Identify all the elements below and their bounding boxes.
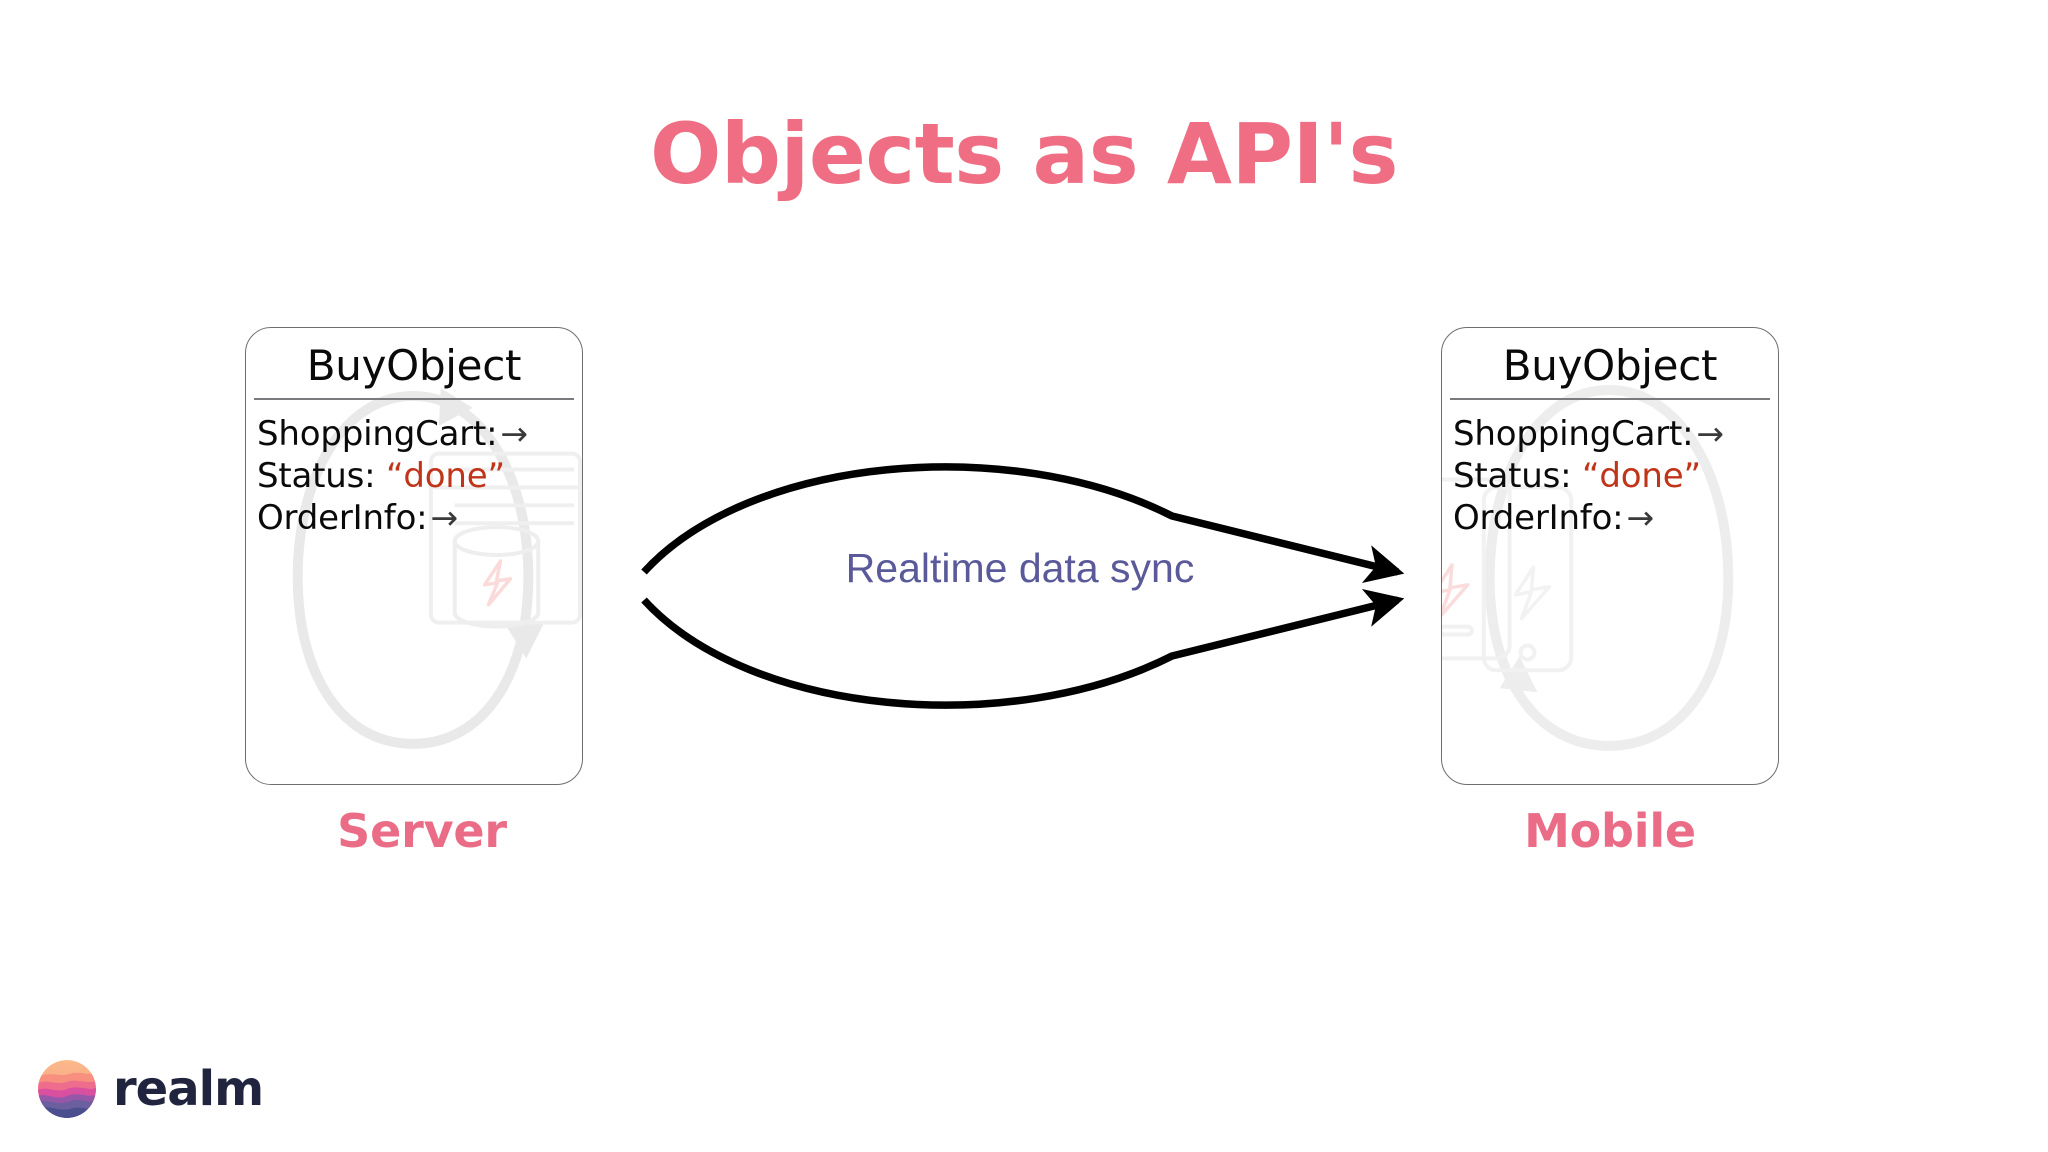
field-key: OrderInfo:: [1453, 497, 1624, 538]
card-divider: [254, 398, 574, 400]
card-title-mobile: BuyObject: [1502, 341, 1718, 390]
field-key: OrderInfo:: [257, 497, 428, 538]
sync-label: Realtime data sync: [845, 545, 1195, 591]
reference-arrow-icon: →: [1696, 414, 1724, 453]
platform-label-server: Server: [337, 804, 507, 858]
reference-arrow-icon: →: [1626, 497, 1654, 537]
card-field-list-server: ShoppingCart:→ Status: “done” OrderInfo:…: [257, 414, 574, 539]
field-key: ShoppingCart:: [1453, 414, 1694, 454]
reference-arrow-icon: →: [500, 414, 528, 453]
realm-gradient-circle-icon: [38, 1060, 96, 1118]
sync-arrow-to-mobile: [641, 588, 1405, 709]
field-row: ShoppingCart:→: [1453, 414, 1770, 456]
field-row: OrderInfo:→: [1453, 498, 1770, 540]
realm-logo: realm: [38, 1060, 264, 1118]
card-field-list-mobile: ShoppingCart:→ Status: “done” OrderInfo:…: [1453, 414, 1770, 539]
object-card-server: BuyObject ShoppingCart:→ Status: “done” …: [245, 327, 583, 785]
platform-label-mobile: Mobile: [1524, 804, 1696, 858]
card-divider: [1450, 398, 1770, 400]
realm-wordmark: realm: [113, 1061, 264, 1117]
field-row: ShoppingCart:→: [257, 414, 574, 456]
page-title: Objects as API's: [650, 105, 1398, 203]
field-value: “done”: [386, 455, 505, 496]
field-value: “done”: [1582, 455, 1701, 496]
sync-arrow-to-server: [641, 463, 1405, 584]
realtime-sync-connector: [600, 460, 1440, 709]
field-row: Status: “done”: [1453, 456, 1770, 498]
reference-arrow-icon: →: [430, 497, 458, 537]
field-row: Status: “done”: [257, 456, 574, 498]
field-key: Status:: [1453, 455, 1572, 496]
card-title-server: BuyObject: [306, 341, 522, 390]
field-row: OrderInfo:→: [257, 498, 574, 540]
object-card-mobile: BuyObject ShoppingCart:→ Status: “done” …: [1441, 327, 1779, 785]
field-key: ShoppingCart:: [257, 414, 498, 454]
field-key: Status:: [257, 455, 376, 496]
